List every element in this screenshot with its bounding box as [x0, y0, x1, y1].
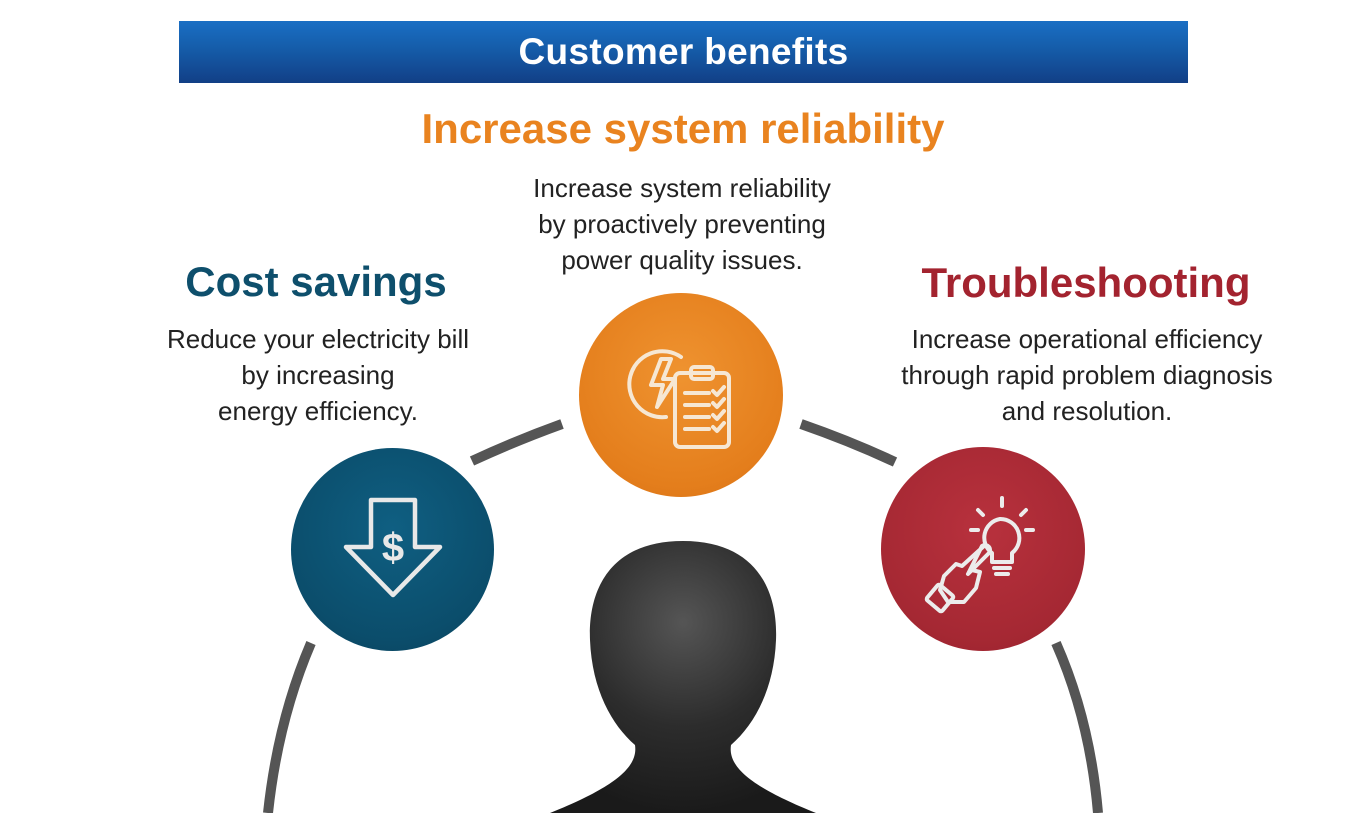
heading-cost-savings: Cost savings	[185, 258, 447, 305]
desc-line: and resolution.	[1001, 396, 1173, 426]
cost-savings-circle: $	[291, 448, 494, 651]
desc-line: Increase system reliability	[533, 173, 831, 203]
dollar-down-arrow-icon: $	[343, 497, 442, 597]
heading-reliability: Increase system reliability	[421, 105, 945, 152]
hand-lightbulb-icon	[924, 496, 1035, 614]
desc-line: by increasing	[241, 360, 395, 390]
reliability-circle	[579, 293, 783, 497]
desc-troubleshooting: Increase operational efficiency through …	[837, 321, 1337, 429]
troubleshooting-circle	[881, 447, 1085, 651]
person-silhouette	[550, 541, 816, 813]
desc-line: energy efficiency.	[218, 396, 418, 426]
desc-cost-savings: Reduce your electricity bill by increasi…	[118, 321, 518, 429]
desc-reliability: Increase system reliability by proactive…	[432, 170, 932, 278]
desc-line: through rapid problem diagnosis	[901, 360, 1273, 390]
connecting-arc	[263, 419, 1103, 813]
desc-line: power quality issues.	[561, 245, 803, 275]
desc-line: by proactively preventing	[538, 209, 826, 239]
heading-troubleshooting: Troubleshooting	[921, 259, 1251, 306]
desc-line: Increase operational efficiency	[911, 324, 1263, 354]
banner-title: Customer benefits	[179, 21, 1188, 83]
desc-line: Reduce your electricity bill	[166, 324, 469, 354]
svg-text:$: $	[381, 526, 403, 570]
lightning-clipboard-icon	[627, 349, 731, 449]
